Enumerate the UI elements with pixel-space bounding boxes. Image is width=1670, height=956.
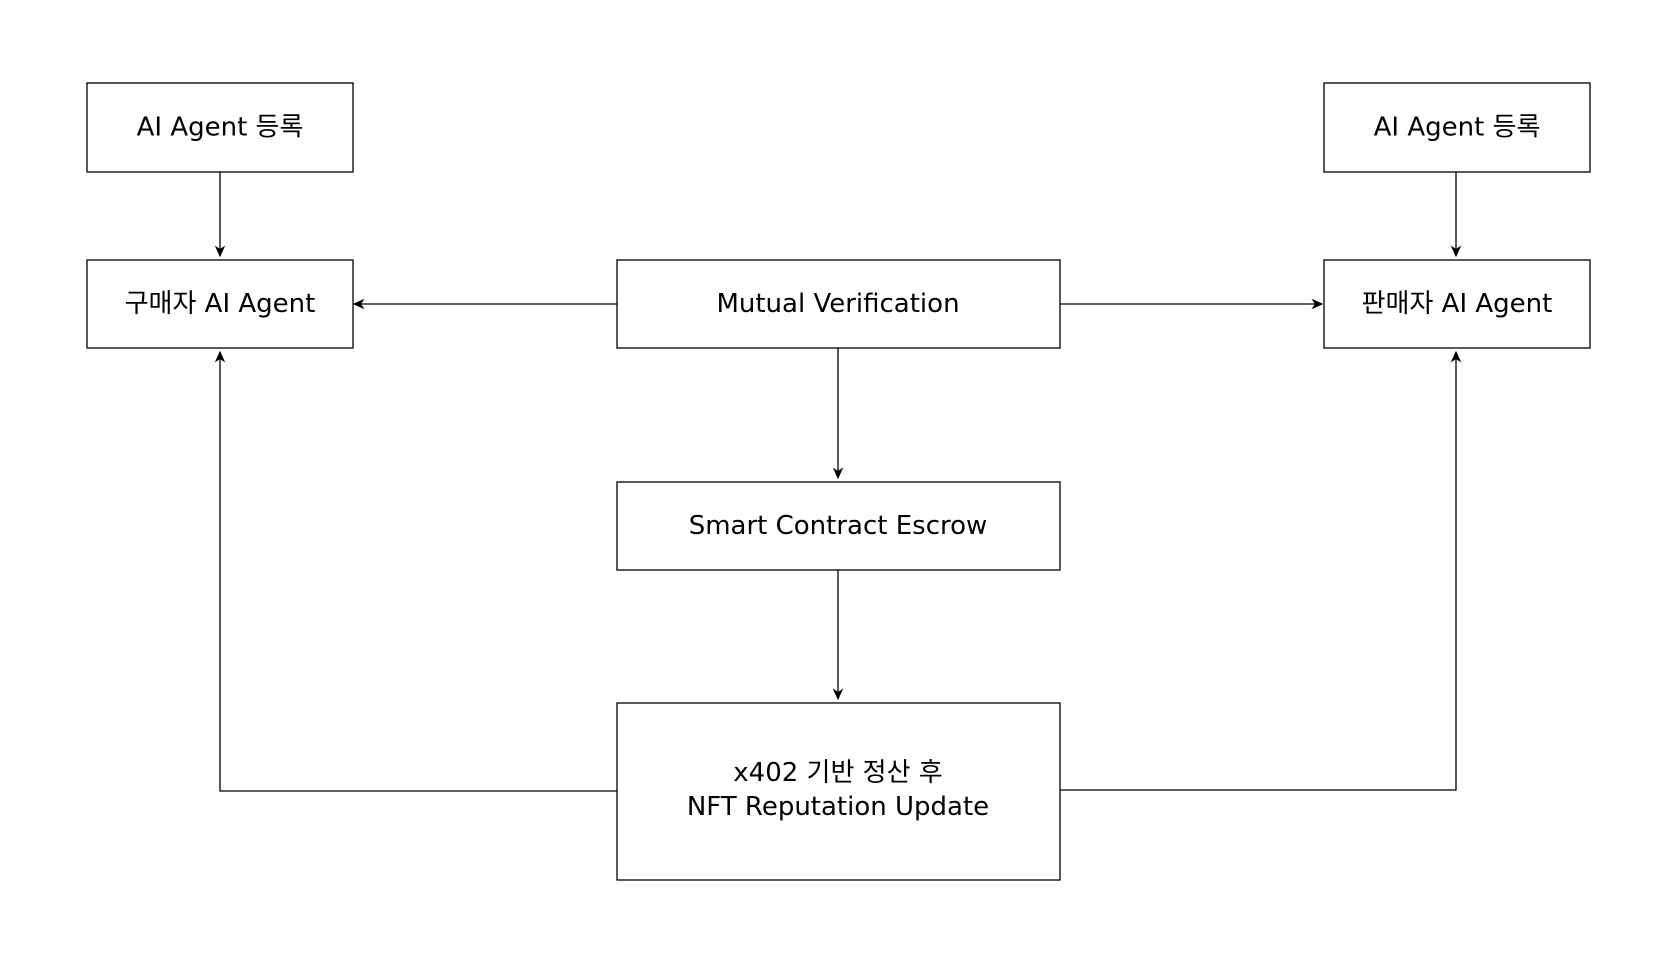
edge-settlement-to-seller xyxy=(1060,350,1462,791)
node-seller-agent: 판매자 AI Agent xyxy=(1323,259,1591,349)
node-escrow: Smart Contract Escrow xyxy=(616,481,1061,571)
node-label: AI Agent 등록 xyxy=(1374,113,1541,143)
node-label-line-1: x402 기반 정산 후 xyxy=(733,758,942,788)
node-box xyxy=(616,259,1061,349)
edge-settlement-to-buyer xyxy=(214,350,617,792)
node-settlement: x402 기반 정산 후 NFT Reputation Update xyxy=(616,702,1061,881)
node-label: 판매자 AI Agent xyxy=(1362,289,1553,319)
node-box xyxy=(616,702,1061,881)
node-buyer-agent: 구매자 AI Agent xyxy=(86,259,354,349)
edges xyxy=(214,172,1462,792)
node-box xyxy=(1323,82,1591,173)
node-label: AI Agent 등록 xyxy=(137,113,304,143)
node-label-line-2: NFT Reputation Update xyxy=(687,792,989,822)
node-box xyxy=(1323,259,1591,349)
node-box xyxy=(616,481,1061,571)
node-label: Smart Contract Escrow xyxy=(689,511,988,541)
node-box xyxy=(86,82,354,173)
node-mutual-verification: Mutual Verification xyxy=(616,259,1061,349)
node-register-right: AI Agent 등록 xyxy=(1323,82,1591,173)
node-label: Mutual Verification xyxy=(716,289,959,319)
node-register-left: AI Agent 등록 xyxy=(86,82,354,173)
node-box xyxy=(86,259,354,349)
node-label: 구매자 AI Agent xyxy=(125,289,316,319)
